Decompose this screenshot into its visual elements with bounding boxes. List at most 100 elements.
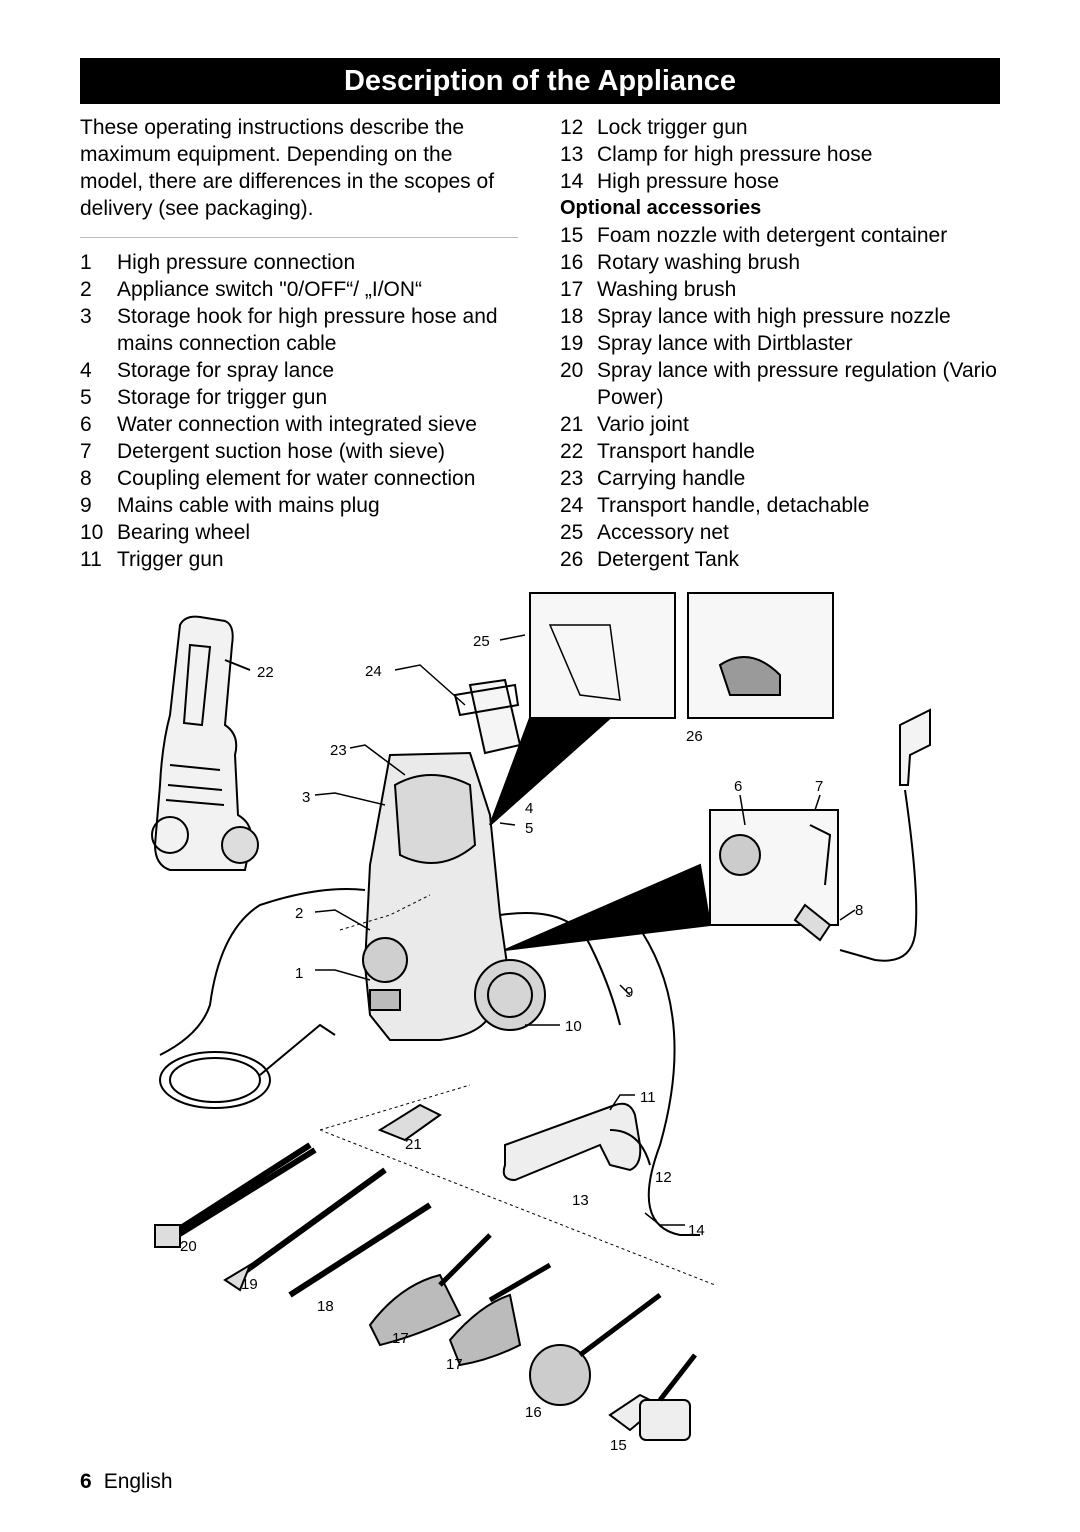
item-number: 19 <box>560 332 584 355</box>
item-number: 21 <box>560 413 584 436</box>
intro-paragraph: These operating instructions describe th… <box>80 114 520 222</box>
item-number: 26 <box>560 548 584 571</box>
callout-13: 13 <box>572 1192 589 1209</box>
divider <box>80 237 518 238</box>
item-number: 18 <box>560 305 584 328</box>
item-number: 25 <box>560 521 584 544</box>
list-item: 8 Coupling element for water connection <box>80 465 530 492</box>
list-item: 22 Transport handle <box>560 438 1000 465</box>
callout-17b: 17 <box>446 1356 463 1373</box>
list-item: 2 Appliance switch "0/OFF“/ „I/ON“ <box>80 276 530 303</box>
callout-19: 19 <box>241 1276 258 1293</box>
item-text: Spray lance with high pressure nozzle <box>597 305 951 328</box>
list-item: 11 Trigger gun <box>80 546 530 573</box>
item-text: Water connection with integrated sieve <box>117 413 477 436</box>
callout-11: 11 <box>640 1089 656 1106</box>
list-item: 5 Storage for trigger gun <box>80 384 530 411</box>
callout-18: 18 <box>317 1298 334 1315</box>
item-text: Spray lance with Dirtblaster <box>597 332 853 355</box>
item-number: 5 <box>80 386 92 409</box>
item-text: Bearing wheel <box>117 521 251 544</box>
list-item: 13 Clamp for high pressure hose <box>560 141 1000 168</box>
item-number: 12 <box>560 116 584 139</box>
item-number: 20 <box>560 359 584 382</box>
faucet <box>899 708 931 786</box>
item-text: Clamp for high pressure hose <box>597 143 873 166</box>
item-number: 3 <box>80 305 92 328</box>
item-text: Detergent suction hose (with sieve) <box>117 440 445 463</box>
callout-10: 10 <box>565 1018 582 1035</box>
item-number: 11 <box>80 548 102 571</box>
list-item: 26 Detergent Tank <box>560 546 1000 573</box>
list-item: 10 Bearing wheel <box>80 519 530 546</box>
item-text: Storage hook for high pressure hose and … <box>117 305 498 355</box>
item-number: 23 <box>560 467 584 490</box>
callout-2: 2 <box>295 905 303 922</box>
item-number: 7 <box>80 440 92 463</box>
callout-24: 24 <box>365 663 382 680</box>
intro-text: These operating instructions describe th… <box>80 116 495 220</box>
item-text: Carrying handle <box>597 467 746 490</box>
callout-16: 16 <box>525 1404 542 1421</box>
item-number: 15 <box>560 224 584 247</box>
item-text: Storage for trigger gun <box>117 386 328 409</box>
item-text: Mains cable with mains plug <box>117 494 380 517</box>
item-text: Trigger gun <box>117 548 224 571</box>
optional-accessories-heading: Optional accessories <box>560 197 762 219</box>
list-item: 23 Carrying handle <box>560 465 1000 492</box>
callout-4: 4 <box>525 800 533 817</box>
callout-8: 8 <box>855 902 863 919</box>
list-item: 1 High pressure connection <box>80 249 530 276</box>
list-item: 25 Accessory net <box>560 519 1000 546</box>
page-title: Description of the Appliance <box>80 58 1000 104</box>
item-text: Rotary washing brush <box>597 251 801 274</box>
item-text: Transport handle, detachable <box>597 494 870 517</box>
callout-5: 5 <box>525 820 533 837</box>
item-text: Transport handle <box>597 440 755 463</box>
item-text: Accessory net <box>597 521 729 544</box>
item-number: 10 <box>80 521 104 544</box>
item-text: High pressure connection <box>117 251 356 274</box>
callout-17a: 17 <box>392 1330 409 1347</box>
callout-25: 25 <box>473 633 490 650</box>
item-text: Detergent Tank <box>597 548 740 571</box>
item-number: 9 <box>80 494 92 517</box>
callout-1: 1 <box>295 965 303 982</box>
callout-22: 22 <box>257 664 274 681</box>
list-item: 18 Spray lance with high pressure nozzle <box>560 303 1000 330</box>
accessories-illustration <box>154 894 716 1441</box>
page-number: 6 <box>80 1470 92 1493</box>
item-text: Appliance switch "0/OFF“/ „I/ON“ <box>117 278 423 301</box>
hose-coil <box>159 1051 271 1109</box>
item-number: 8 <box>80 467 92 490</box>
callout-7: 7 <box>815 778 823 795</box>
list-item: 24 Transport handle, detachable <box>560 492 1000 519</box>
item-number: 24 <box>560 494 584 517</box>
parts-list-left: 1 High pressure connection 2 Appliance swit… <box>80 249 530 573</box>
appliance-diagram: 1 2 3 4 5 6 7 8 9 10 11 12 13 14 15 16 1… <box>140 585 1010 1470</box>
callout-21: 21 <box>405 1136 422 1153</box>
item-number: 14 <box>560 170 584 193</box>
item-number: 4 <box>80 359 92 382</box>
item-number: 13 <box>560 143 584 166</box>
callout-23: 23 <box>330 742 347 759</box>
item-number: 17 <box>560 278 584 301</box>
callout-9: 9 <box>625 984 633 1001</box>
list-item: 21 Vario joint <box>560 411 1000 438</box>
item-number: 1 <box>80 251 92 274</box>
item-text: Vario joint <box>597 413 689 436</box>
item-number: 22 <box>560 440 584 463</box>
trigger-gun-illustration <box>502 1102 651 1182</box>
item-text: Coupling element for water connection <box>117 467 476 490</box>
callout-26: 26 <box>686 728 703 745</box>
compact-washer-illustration <box>151 615 259 871</box>
callout-14: 14 <box>688 1222 705 1239</box>
item-number: 2 <box>80 278 92 301</box>
